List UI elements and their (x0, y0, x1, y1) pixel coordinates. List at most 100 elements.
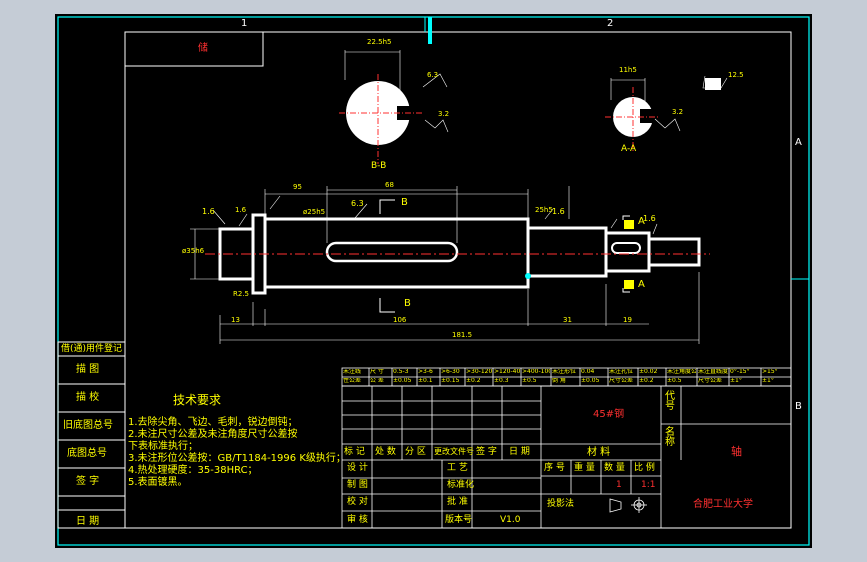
zone-label-b: B (795, 401, 802, 412)
dim-d1: 95 (293, 183, 302, 191)
row-design: 设 计 (347, 463, 368, 473)
tolerance-cell: ±0.3 (494, 378, 509, 384)
tech-req-title: 技术要求 (173, 393, 222, 407)
dim-d7: 1.6 (643, 214, 656, 223)
tech-req-line: 下表标准执行； (128, 441, 198, 452)
tolerance-cell: ±0.05 (581, 378, 600, 384)
strip-date: 日 期 (76, 516, 100, 527)
tolerance-cell: 尺寸公差 (609, 378, 634, 384)
dim-d4: 6.3 (351, 199, 364, 208)
tolerance-cell: 性公差 (343, 378, 362, 384)
marker-a-top: A (638, 216, 645, 227)
drawing-graphics (57, 16, 810, 546)
tolerance-cell: ±0.15 (441, 378, 460, 384)
tolerance-cell: ±0.5 (667, 378, 682, 384)
marker-b-top: B (401, 197, 408, 208)
rev-h-zone: 分 区 (405, 447, 426, 457)
bb-rough-side: 6.3 (427, 71, 439, 79)
stamp-box (125, 32, 264, 67)
dim-d9: 13 (231, 316, 240, 324)
tech-req-list: 1.去除尖角、飞边、毛刺，锐边倒钝； 2.未注尺寸公差及未注角度尺寸公差按 下表… (128, 417, 346, 490)
row-version: 版本号 (445, 515, 473, 525)
tolerance-cell: 公 差 (370, 378, 384, 384)
drawing-sheet: 1 2 A B 储 22.5h5 6.3 3.2 B-B 11h5 3.2 12… (55, 14, 812, 548)
scale-value: 1:1 (641, 480, 656, 490)
tolerance-cell: >400-1000 (522, 369, 550, 375)
material-header: 材 料 (587, 447, 611, 458)
strip-trace-check: 描 校 (76, 392, 100, 403)
tolerance-cell: 0.5-3 (393, 369, 409, 375)
section-aa-label: A-A (621, 144, 637, 154)
left-strip-grid (57, 341, 126, 529)
code-label: 代 号 (665, 391, 675, 412)
tolerance-cell: >3-6 (418, 369, 433, 375)
tolerance-cell: 未注形位 (552, 369, 577, 375)
tech-req-line: 5.表面镀黑。 (128, 477, 188, 488)
aa-width-dim: 11h5 (619, 66, 637, 74)
rev-h-count: 处 数 (375, 447, 396, 457)
zone-label-a: A (795, 137, 802, 148)
dim-d3: 1.6 (202, 207, 215, 216)
projection-label: 投影法 (547, 499, 575, 509)
tolerance-cell: >120-400 (494, 369, 520, 375)
dim-d13: 181.5 (452, 331, 473, 339)
strip-base-number: 底图总号 (67, 448, 107, 459)
dim-d10: 106 (393, 316, 407, 324)
hdr-qty: 数 量 (604, 463, 625, 473)
tech-req-line: 4.热处理硬度：35-38HRC； (128, 465, 258, 476)
aa-rough-top: 12.5 (728, 71, 744, 79)
tolerance-cell: 未注直线度 (698, 369, 728, 375)
tolerance-cell: 未注角度公差 (667, 369, 696, 375)
tech-req-line: 1.去除尖角、飞边、毛刺，锐边倒钝； (128, 417, 298, 428)
aa-rough-key: 3.2 (672, 108, 684, 116)
tolerance-cell: ±1° (730, 378, 742, 384)
dim-d5: 25h5 (535, 206, 553, 214)
row-process: 工 艺 (447, 463, 468, 473)
projection-symbol-icon (609, 497, 647, 513)
tolerance-cell: 未注线 (343, 369, 362, 375)
dim-d14: ø35h6 (182, 247, 205, 255)
dim-d12: 19 (623, 316, 632, 324)
bb-rough-key: 3.2 (438, 110, 450, 118)
tolerance-cell: ±0.1 (418, 378, 433, 384)
section-bb-label: B-B (371, 161, 387, 171)
row-draw: 制 图 (347, 480, 368, 490)
tolerance-cell: >15° (762, 369, 778, 375)
rev-h-mark: 标 记 (344, 447, 365, 457)
zone-label-1: 1 (241, 18, 248, 29)
rev-h-sign: 签 字 (476, 447, 497, 457)
tolerance-cell: ±0.2 (639, 378, 654, 384)
tolerance-cell: ±0.05 (393, 378, 412, 384)
hdr-scale: 比 例 (634, 463, 655, 473)
name-label: 名 称 (665, 427, 675, 448)
marker-b-bottom: B (404, 298, 411, 309)
tolerance-cell: 0°-15° (730, 369, 750, 375)
rev-h-date: 日 期 (509, 447, 530, 457)
section-bb-view (339, 50, 449, 164)
dim-d8: 1.6 (235, 206, 247, 214)
tolerance-cell: 尺寸公差 (698, 378, 723, 384)
row-audit: 审 核 (347, 515, 368, 525)
strip-old-number: 旧底图总号 (63, 420, 113, 431)
version-value: V1.0 (500, 515, 521, 525)
tolerance-cell: ±0.5 (522, 378, 537, 384)
hdr-weight: 重 量 (574, 463, 595, 473)
tolerance-cell: ±0.2 (466, 378, 481, 384)
strip-sign: 签 字 (76, 476, 100, 487)
bb-width-dim: 22.5h5 (367, 38, 392, 46)
dimension-lines (190, 186, 700, 344)
marker-a-bottom: A (638, 279, 645, 290)
dim-d11: 31 (563, 316, 572, 324)
tolerance-cell: ±0.02 (639, 369, 658, 375)
tolerance-cell: >30-120 (466, 369, 492, 375)
tolerance-cell: 0.04 (581, 369, 595, 375)
row-check: 校 对 (347, 497, 368, 507)
strip-trace: 描 图 (76, 364, 100, 375)
rev-h-doc: 更改文件号 (434, 447, 474, 456)
tolerance-cell: ±1° (762, 378, 774, 384)
dim-d6: 1.6 (552, 207, 565, 216)
tolerance-cell: 未注孔位 (609, 369, 634, 375)
tolerance-cell: >6-30 (441, 369, 460, 375)
qty-value: 1 (616, 480, 622, 490)
